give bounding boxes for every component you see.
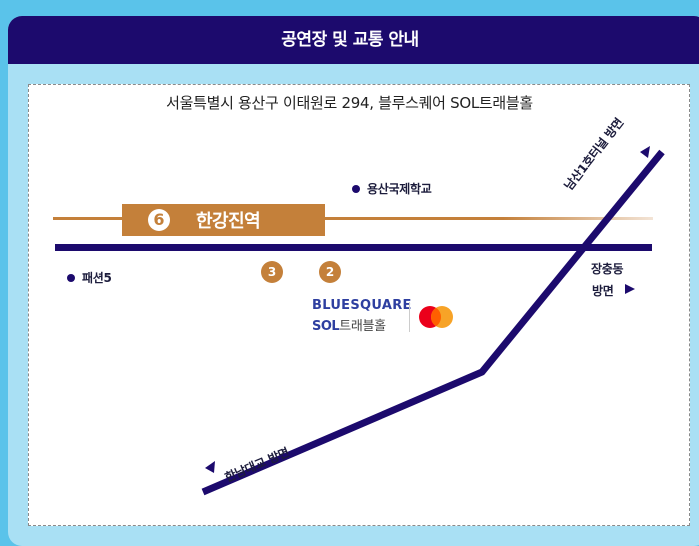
mastercard-logo-icon [419,306,453,328]
hannam-namsan-road [201,149,665,496]
arrow-namsan [640,146,650,158]
direction-jangchung-line1: 장충동 [591,262,624,276]
line-6-badge: 6 [148,209,170,231]
map-frame [28,84,690,526]
logo-travelhall: 트래블홀 [339,319,386,334]
exit-2-badge: 2 [319,261,341,283]
map-roads [53,146,665,496]
itaewon-road [55,244,652,251]
bluesquare-sol-travel-hall-logo: BLUESQUARE SOL트래블홀 [312,298,457,338]
poi-dot-icon [352,184,360,193]
station-name: 한강진역 [196,211,261,232]
subway-line-6 [53,217,653,220]
logo-sol: SOL [312,319,340,334]
arrow-hannam [205,461,215,473]
poi-yongsan-international-school: 용산국제학교 [352,180,432,197]
poi-label: 패션5 [82,271,112,285]
logo-bluesquare-text: BLUESQUARE [312,298,412,313]
venue-info-panel: 공연장 및 교통 안내 [8,16,699,546]
arrow-jangchung [625,284,635,294]
poi-dot-icon [67,273,75,282]
direction-jangchung-line2: 방면 [592,284,614,298]
logo-sol-travelhall-text: SOL트래블홀 [312,315,386,334]
panel-header: 공연장 및 교통 안내 [8,16,699,64]
poi-label: 용산국제학교 [367,182,432,196]
panel-title: 공연장 및 교통 안내 [281,30,419,50]
poi-fashion5: 패션5 [67,269,112,286]
venue-address: 서울특별시 용산구 이태원로 294, 블루스퀘어 SOL트래블홀 [166,94,533,112]
logo-divider [409,302,410,332]
hangangjin-station: 6 한강진역 [122,204,325,236]
exit-3-badge: 3 [261,261,283,283]
